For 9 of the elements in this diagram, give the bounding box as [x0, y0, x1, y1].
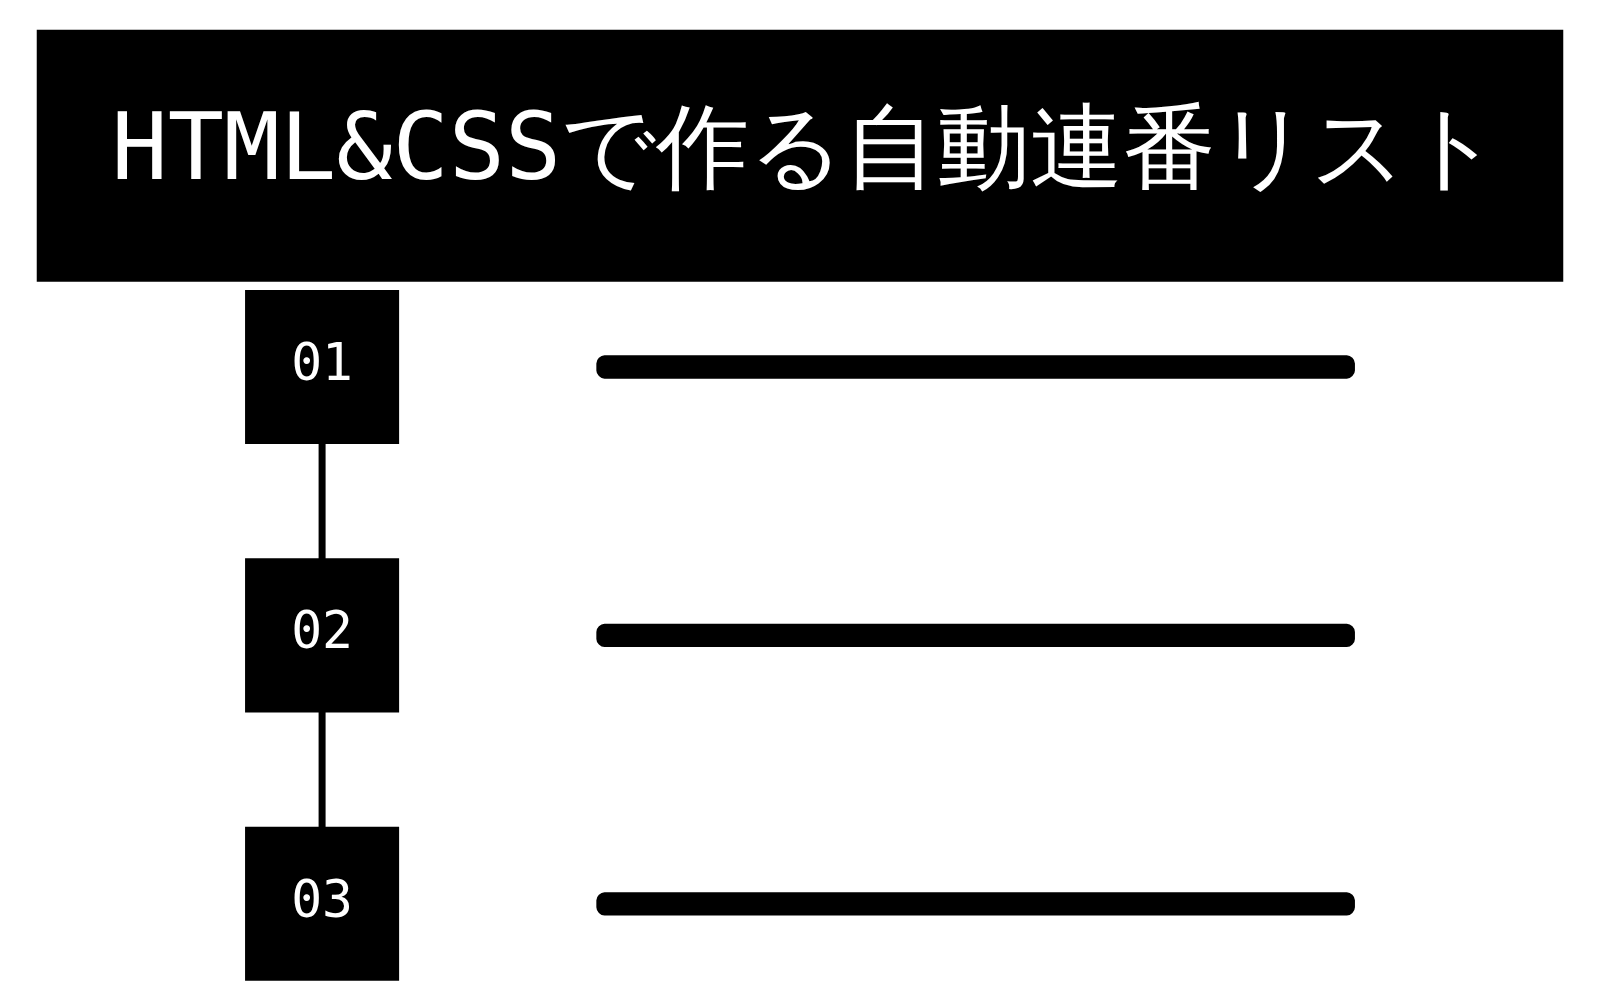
node-bar — [596, 623, 1355, 648]
node-box: 01 — [245, 289, 400, 444]
node-bar — [596, 355, 1355, 379]
node-box: 03 — [245, 826, 400, 981]
node-bar — [596, 892, 1355, 916]
node-box: 02 — [245, 558, 400, 713]
connector — [318, 443, 326, 560]
diagram-title: HTML&CSSで作る自動連番リスト — [111, 92, 1502, 202]
connector — [318, 711, 326, 828]
